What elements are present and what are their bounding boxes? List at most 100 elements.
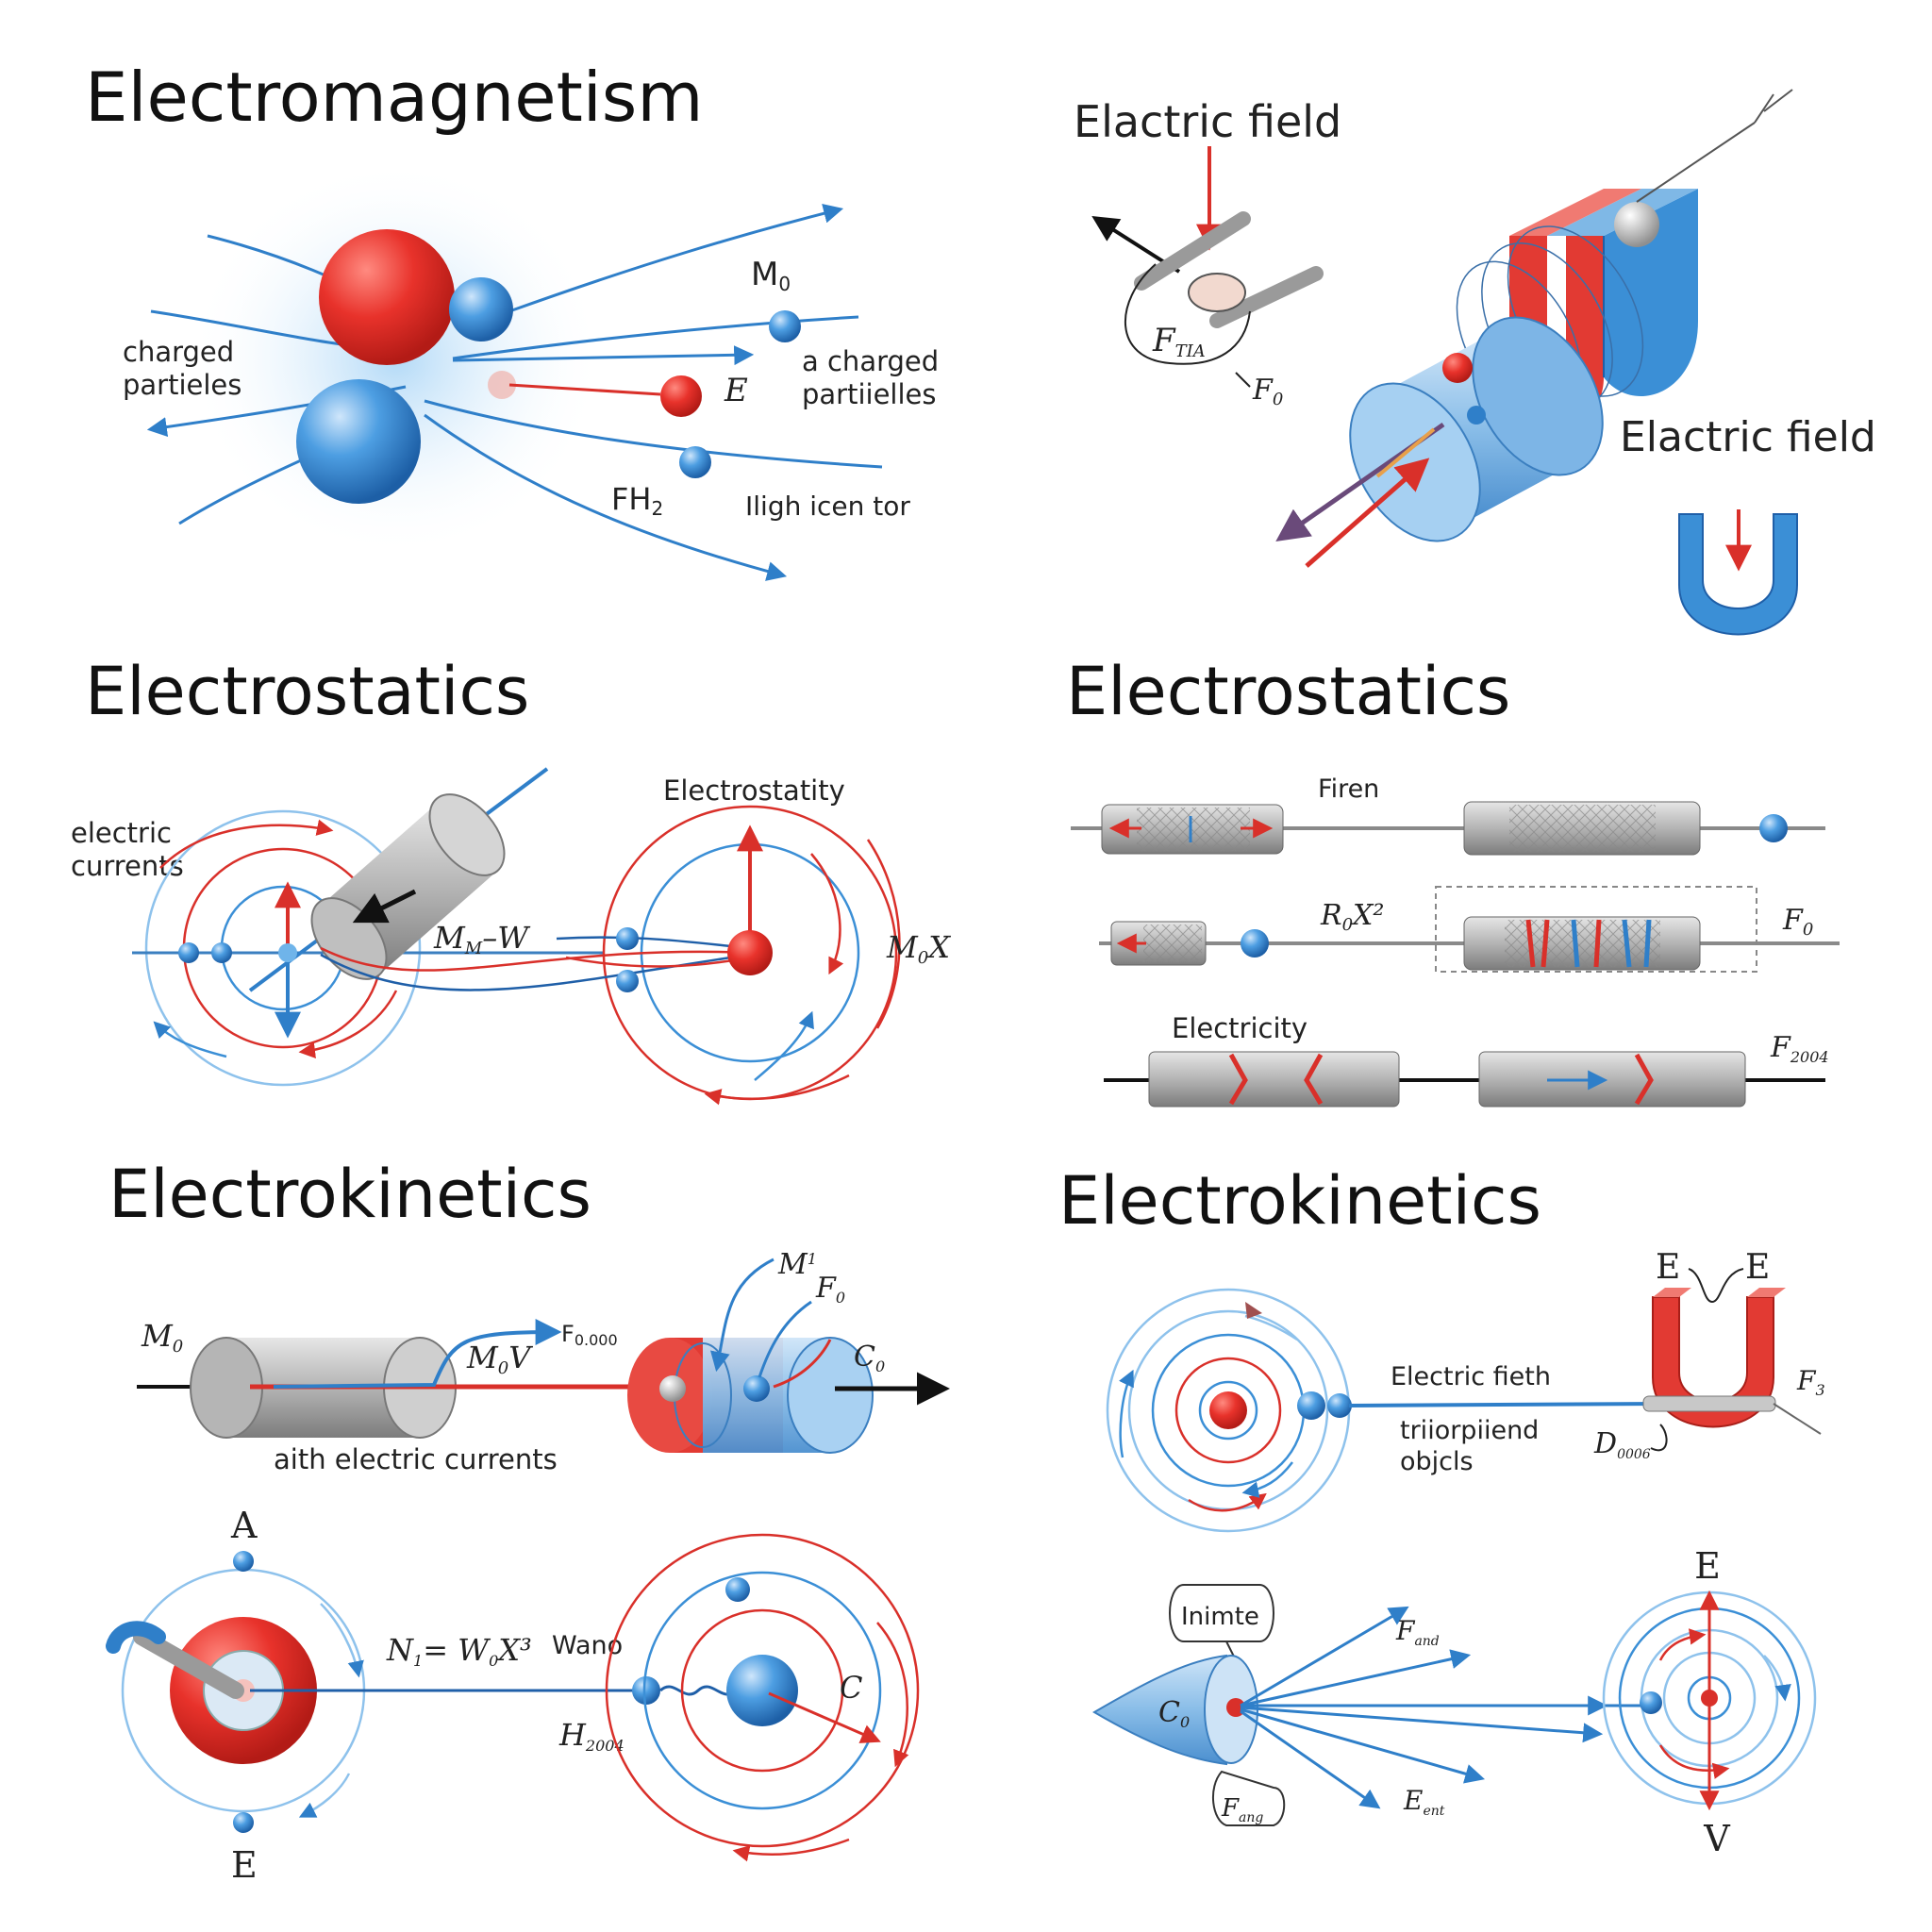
label-nw: N1= W0X³ <box>386 1632 532 1670</box>
label-f0: F0 <box>1252 374 1283 409</box>
label-obj-1: triiorpiiend <box>1400 1416 1539 1445</box>
node-1 <box>1297 1391 1325 1420</box>
label-fieth: Electric fieth <box>1391 1362 1551 1391</box>
gray-cylinder <box>310 793 506 980</box>
particle-3 <box>616 927 639 950</box>
resistor-1-mesh <box>1137 808 1250 851</box>
particle-4 <box>616 970 639 992</box>
hanging-string <box>1636 122 1756 203</box>
label-e-top: E <box>1694 1545 1721 1587</box>
label-e: E <box>724 372 748 409</box>
black-arrow <box>352 889 417 924</box>
red-trail <box>488 371 516 399</box>
label-a: A <box>230 1505 258 1546</box>
blue-charge <box>1467 406 1486 425</box>
panel-title: Elactric field <box>1074 96 1341 147</box>
top-marker <box>1245 1302 1262 1319</box>
blue-sphere-small <box>449 277 513 341</box>
label-v-bottom: V <box>1703 1818 1730 1859</box>
label-field-2: Elactric field <box>1620 413 1876 461</box>
dashed-box <box>1435 886 1757 973</box>
label-electric: electric <box>71 817 172 849</box>
field-line <box>1348 1402 1661 1407</box>
particle-m <box>769 310 801 342</box>
resistor-5 <box>1148 1051 1400 1108</box>
resistor-3-mesh <box>1143 924 1202 962</box>
hook-icon <box>1754 89 1793 124</box>
label-charged-right-2: partiielles <box>802 378 937 410</box>
orange-arrow <box>1375 427 1436 478</box>
panel-electrokinetics-left: Electrokinetics M0 F0.000 M0V M1 F0 C0 a… <box>106 1156 950 1886</box>
label-m0: M0 <box>141 1318 183 1357</box>
label-e1: E <box>1656 1248 1680 1287</box>
red-horseshoe <box>1652 1288 1786 1428</box>
label-charged-left-2: partieles <box>123 369 242 401</box>
wire-out <box>1773 1403 1822 1435</box>
panel-title: Electrostatics <box>85 653 529 730</box>
red-arrow <box>1305 458 1430 568</box>
blue-node <box>743 1375 770 1402</box>
label-m: M0 <box>751 256 791 295</box>
node-bottom <box>1640 1691 1662 1714</box>
orbit-particle-right <box>725 1577 750 1602</box>
label-electrostatity: Electrostatity <box>663 774 845 807</box>
blue-cone <box>1092 1654 1258 1766</box>
red-track <box>508 383 661 396</box>
label-electricity: Electricity <box>1172 1012 1307 1044</box>
blue-hook <box>106 1621 166 1654</box>
panel-electrostatics-right: Electrostatics Firen R0X² F0 Electricity <box>1066 653 1840 1108</box>
resistor-2-mesh <box>1509 805 1656 852</box>
label-currents: currents <box>71 850 184 882</box>
horseshoe-magnet-small <box>1678 513 1798 636</box>
resistor-6-red-mark <box>1634 1053 1654 1106</box>
particle-fh <box>679 446 711 478</box>
blue-sphere-large <box>296 379 421 504</box>
red-radius-arrow <box>768 1691 881 1743</box>
f0-leader <box>1235 372 1251 388</box>
red-charge-right <box>727 930 773 975</box>
center-charge <box>278 943 297 962</box>
blue-curve-2 <box>758 1300 812 1378</box>
resistor-5-red-marks <box>1228 1053 1324 1106</box>
label-inmte: Inimte <box>1181 1603 1259 1631</box>
orbit-particle-top <box>233 1551 254 1572</box>
label-f2: F2004 <box>1770 1031 1829 1066</box>
label-fh: FH2 <box>611 481 663 520</box>
label-fang: Fang <box>1221 1794 1263 1825</box>
blue-center <box>726 1655 798 1726</box>
blue-current <box>273 1319 562 1389</box>
resistor-6 <box>1478 1051 1746 1108</box>
label-fand: Fand <box>1395 1615 1440 1649</box>
particle-1 <box>178 942 199 963</box>
label-f0: F0 <box>1782 904 1813 940</box>
label-f0: F0 <box>815 1272 845 1307</box>
panel-title: Electrostatics <box>1066 653 1510 730</box>
particle-row-2 <box>1241 929 1269 958</box>
label-f3: F3 <box>1796 1365 1825 1399</box>
panel-title: Electrokinetics <box>108 1156 591 1233</box>
label-e2: E <box>1745 1248 1770 1287</box>
label-c: C <box>840 1670 862 1706</box>
label-mx: M0X <box>886 929 951 968</box>
red-charge <box>1442 353 1473 383</box>
label-rx: R0X² <box>1320 899 1384 935</box>
probe-rods <box>1134 211 1324 328</box>
red-sphere <box>319 229 455 365</box>
label-ent: Eent <box>1403 1785 1445 1819</box>
label-c0: C0 <box>854 1341 885 1375</box>
blue-curve-1 <box>709 1257 774 1373</box>
label-fm: F0.000 <box>561 1321 618 1349</box>
particle-2 <box>211 942 232 963</box>
red-core <box>1209 1391 1247 1429</box>
resistor-4-marks <box>1525 919 1652 968</box>
label-obj-2: objcls <box>1400 1447 1474 1476</box>
node-2 <box>1327 1393 1352 1418</box>
label-mw: MM–W <box>433 920 531 958</box>
label-high: Iligh icen tor <box>745 491 910 522</box>
panel-electrostatics-left: Electrostatics electric currents MM–W El… <box>71 653 951 1106</box>
d-leader <box>1650 1424 1668 1452</box>
node-left <box>632 1676 660 1705</box>
gray-probe <box>133 1628 244 1699</box>
label-f-tia: FTIA <box>1152 322 1206 361</box>
